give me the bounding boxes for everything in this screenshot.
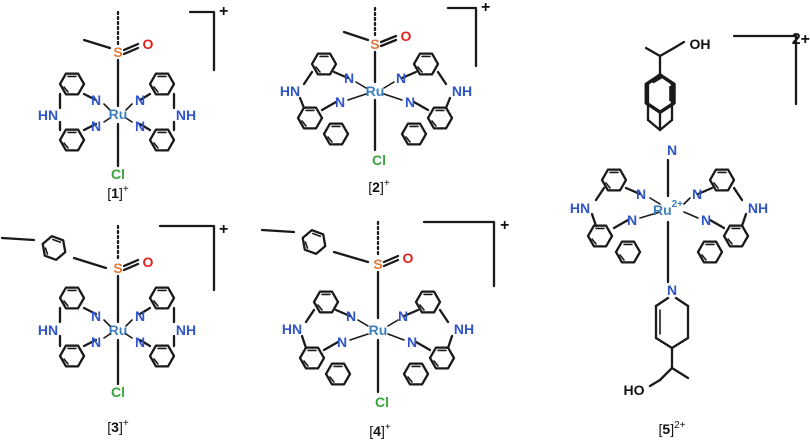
nitrogen-atom: N [627,212,637,228]
charge-sign: + [219,221,228,238]
nitrogen-atom: N [407,334,417,350]
nitrogen-atom: N [667,282,677,298]
charge-sign: 2+ [792,31,810,48]
charge-bracket [422,220,496,288]
oxygen-atom: O [143,254,154,270]
compound-number: 3 [111,419,119,435]
nitrogen-atom: N [346,308,356,324]
nh-atom: NH [454,321,474,337]
compound-charge: + [385,422,391,433]
compound-label-4: [4]+ [369,422,391,439]
chlorine-atom: Cl [111,384,125,400]
nitrogen-atom: N [344,70,354,86]
chlorine-atom: Cl [375,394,389,410]
sulfur-atom: S [370,36,379,52]
compound-charge: 2+ [674,420,686,431]
pyridine-ring [58,72,86,96]
methyl-bond [82,38,112,50]
sulfur-atom: S [373,256,382,272]
nitrogen-atom: N [701,212,711,228]
pyridine-ring [148,72,176,96]
charge-bracket [188,10,216,72]
nitrogen-atom: N [692,186,702,202]
oxygen-atom: O [401,28,412,44]
nitrogen-atom: N [337,334,347,350]
nh-atom: NH [452,83,472,99]
charge-bracket [446,6,478,68]
complex-3: S O HN N N NH N N Ru Cl + [3]+ [0,221,228,435]
chlorine-atom: Cl [372,152,386,168]
ruthenium-atom: Ru [109,106,128,122]
chlorine-atom: Cl [111,166,125,182]
complex-5: OH N HN N N NH N N [570,31,810,437]
nitrogen-atom: N [91,92,101,108]
compound-label-5: [5]2+ [659,420,686,437]
nitrogen-atom: N [135,308,145,324]
compound-number: 4 [373,423,381,439]
charge-sign: + [481,0,490,16]
compound-label-2: [2]+ [368,178,390,195]
sulfur-atom: S [113,44,122,60]
oxygen-atom: O [403,250,414,266]
hn-atom: HN [280,83,300,99]
compound-label-1: [1]+ [107,184,129,201]
compound-charge: + [123,418,129,429]
compound-number: 5 [662,421,670,437]
nitrogen-atom: N [135,334,145,350]
complex-1: S O HN N N NH N N Ru Cl + [1]+ [38,3,228,201]
nitrogen-atom: N [135,118,145,134]
nh-atom: NH [176,107,196,123]
nitrogen-atom: N [667,142,677,158]
nitrogen-atom: N [396,70,406,86]
charge-bracket [732,34,798,106]
complex-4: S O HN N N NH N N Ru Cl + [4]+ [260,217,509,439]
pyridine-ring [58,128,86,152]
compound-charge: + [123,184,129,195]
charge-bracket [158,224,216,292]
sulfur-atom: S [113,260,122,276]
ruthenium-atom: Ru [109,322,128,338]
pyridine-ring [148,128,176,152]
nh-atom: NH [176,322,196,338]
hn-atom: HN [570,200,590,216]
nitrogen-atom: N [135,92,145,108]
hn-atom: HN [38,322,58,338]
hydroxyl-group: HO [624,382,645,398]
nitrogen-atom: N [636,186,646,202]
nitrogen-atom: N [405,94,415,110]
compound-number: 1 [111,185,119,201]
nitrogen-atom: N [91,118,101,134]
oxygen-atom: O [143,36,154,52]
compound-charge: + [384,178,390,189]
ruthenium-atom: Ru2+ [653,199,683,219]
charge-sign: + [219,3,228,20]
compound-label-3: [3]+ [107,418,129,435]
hydroxyl-group: OH [690,36,711,52]
charge-sign: + [500,217,509,234]
nitrogen-atom: N [335,94,345,110]
nh-atom: NH [748,200,768,216]
nitrogen-atom: N [91,308,101,324]
nitrogen-atom: N [398,308,408,324]
hn-atom: HN [282,321,302,337]
ruthenium-atom: Ru [369,322,388,338]
ru-symbol: Ru [653,202,672,218]
nitrogen-atom: N [91,334,101,350]
ruthenium-atom: Ru [366,83,385,99]
complex-2: S O HN N N NH N N Ru Cl + [2]+ [280,0,490,195]
ru-charge: 2+ [672,199,684,210]
compound-number: 2 [372,179,380,195]
hn-atom: HN [38,107,58,123]
